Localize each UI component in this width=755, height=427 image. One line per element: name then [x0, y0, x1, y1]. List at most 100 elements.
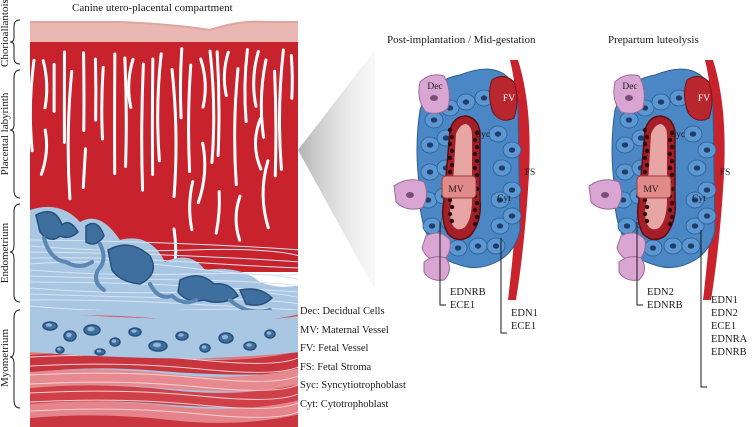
lacuna — [234, 194, 242, 242]
cyt-marker-list: EDN1 ECE1 — [511, 307, 538, 333]
vessel-lumen — [57, 347, 61, 351]
lacuna — [188, 180, 195, 232]
myometrium-vessels — [42, 321, 276, 356]
vessel-lumen — [111, 339, 117, 343]
muscle-band — [30, 384, 298, 408]
nucleus — [508, 187, 516, 193]
panel-title-mid-gestation: Post-implantation / Mid-gestation — [387, 34, 536, 46]
lacuna — [233, 67, 240, 187]
vessel-lumen — [131, 329, 137, 333]
nucleus — [625, 117, 633, 123]
muscle-fiber — [30, 381, 298, 391]
legend-item: FV: Fetal Vessel — [300, 343, 369, 355]
syncytio-nucleus — [447, 127, 453, 133]
lacuna — [123, 56, 128, 168]
cyt-marker-list: EDN1 EDN2 ECE1 EDNRA EDNRB — [711, 294, 747, 359]
nucleus — [703, 213, 711, 219]
cell-label-cyt: Cyt — [692, 194, 706, 204]
syncytio-nucleus — [644, 134, 650, 140]
nucleus — [675, 95, 683, 101]
maternal-vessel — [441, 175, 477, 199]
nucleus — [601, 192, 609, 198]
nucleus — [691, 223, 699, 229]
syncytio-nucleus — [474, 144, 480, 150]
dec-marker-list: EDN2 EDNRB — [647, 286, 683, 312]
syncytio-nucleus — [474, 214, 480, 220]
marker: EDN2 — [647, 287, 674, 298]
syncytio-nucleus — [449, 148, 455, 154]
lacuna — [259, 58, 268, 139]
nucleus — [687, 243, 695, 249]
cell-label-mv: MV — [643, 185, 659, 195]
muscle-fiber — [30, 390, 298, 400]
syncytio-nucleus — [667, 207, 673, 213]
syncytio-nucleus — [449, 162, 455, 168]
syncytio-nucleus — [474, 130, 480, 136]
nucleus — [625, 95, 633, 101]
syncytio-nucleus — [642, 169, 648, 175]
syncytio-nucleus — [669, 144, 675, 150]
muscle-fiber — [30, 372, 298, 382]
nucleus — [462, 99, 470, 105]
syncytio-nucleus — [474, 200, 480, 206]
syncytio-nucleus — [449, 218, 455, 224]
nucleus — [496, 223, 504, 229]
panel-prepartum-luteolysis — [588, 60, 728, 301]
lacuna — [278, 48, 285, 171]
lacuna — [289, 54, 294, 100]
marker: ECE1 — [711, 321, 737, 332]
lacuna — [261, 159, 270, 230]
layer-label-myometrium: Myometrium — [0, 328, 11, 388]
lacuna — [170, 67, 178, 199]
layer-label-endometrium: Endometrium — [0, 222, 11, 284]
vessel-lumen — [96, 349, 102, 353]
vessel-lumen — [221, 334, 229, 340]
tissue-surface — [30, 20, 298, 32]
nucleus — [693, 165, 701, 171]
nucleus — [689, 131, 697, 137]
vascular-zone — [30, 312, 298, 359]
nucleus — [508, 147, 516, 153]
muscle-band — [30, 351, 298, 375]
fetal-vessel — [488, 76, 518, 121]
stroma-fiber — [30, 251, 298, 263]
cell-label-dec: Dec — [622, 82, 638, 92]
vessel-lumen — [45, 323, 53, 327]
nucleus — [426, 169, 434, 175]
nucleus — [669, 243, 677, 249]
myometrium-muscle-bands — [30, 312, 298, 427]
syncytio-nucleus — [472, 151, 478, 157]
lacuna — [81, 147, 88, 189]
lacuna — [199, 57, 207, 109]
decidual-cell — [418, 74, 450, 114]
cell-label-fv: FV — [697, 94, 711, 104]
syncytio-nucleus — [644, 162, 650, 168]
stroma-fiber — [30, 257, 298, 269]
nucleus — [454, 245, 462, 251]
marker: EDN2 — [711, 308, 738, 319]
nucleus — [442, 135, 450, 141]
syncytio-nucleus — [642, 141, 648, 147]
nucleus — [428, 223, 436, 229]
lacuna — [39, 128, 49, 176]
legend-item: Dec: Decidual Cells — [300, 306, 385, 317]
syncytio-nucleus — [449, 204, 455, 210]
nucleus — [637, 135, 645, 141]
syncytio-nucleus — [472, 165, 478, 171]
marker: EDNRA — [711, 334, 748, 345]
syncytio-nucleus — [669, 158, 675, 164]
marker: EDN1 — [511, 308, 538, 319]
muscle-fiber — [30, 408, 298, 418]
cell-label-dec: Dec — [427, 82, 443, 92]
syncytio-nucleus — [644, 148, 650, 154]
lacuna — [100, 65, 105, 141]
cell-label-syc: Syc — [670, 130, 686, 140]
syncytio-nucleus — [474, 158, 480, 164]
nucleus — [494, 131, 502, 137]
nucleus — [649, 245, 657, 251]
syncytio-nucleus — [667, 137, 673, 143]
vessel-lumen — [152, 342, 162, 348]
legend-item: MV: Maternal Vessel — [300, 324, 389, 336]
fetal-vessel — [683, 76, 713, 121]
syncytio-nucleus — [667, 221, 673, 227]
